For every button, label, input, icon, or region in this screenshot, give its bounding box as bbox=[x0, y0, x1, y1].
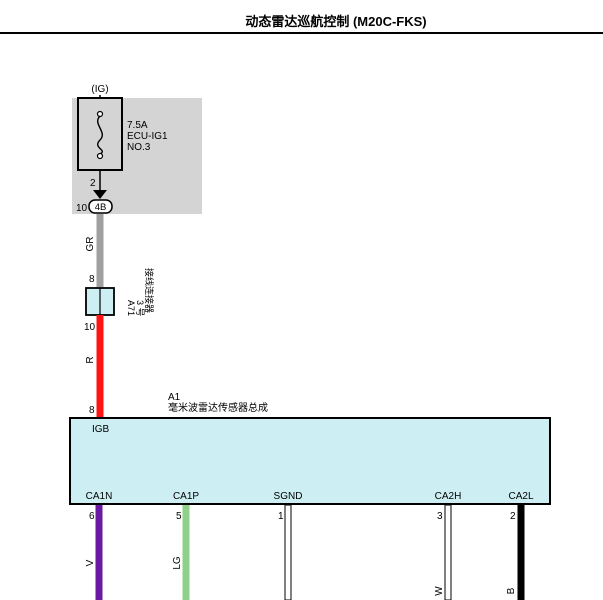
wire-gr bbox=[96, 214, 104, 287]
wire-lg-label: LG bbox=[172, 556, 183, 570]
pin-number-sgnd: 1 bbox=[278, 511, 284, 522]
wire-r bbox=[96, 315, 104, 418]
pin-label-ca2h: CA2H bbox=[435, 491, 462, 502]
wire-w-label: W bbox=[434, 586, 445, 596]
junction-pin-bottom: 10 bbox=[84, 322, 96, 333]
wire-w bbox=[444, 504, 452, 600]
wire-sgnd bbox=[284, 504, 292, 600]
pin-number-ca2h: 3 bbox=[437, 511, 443, 522]
junction-desc-2: 接线连接器 bbox=[144, 268, 155, 313]
diagram-title: 动态雷达巡航控制 (M20C-FKS) bbox=[245, 14, 426, 29]
wire-v-label: V bbox=[85, 559, 96, 566]
sensor-input-pin: 8 bbox=[89, 405, 95, 416]
radar-sensor-assembly bbox=[69, 417, 551, 505]
sensor-id: A1 bbox=[168, 392, 181, 403]
sensor-pins: CA1N 6 V CA1P 5 LG SGND 1 CA2H 3 W CA2L … bbox=[85, 491, 534, 600]
connector-4b-badge bbox=[88, 199, 113, 214]
sensor-name: 毫米波雷达传感器总成 bbox=[168, 401, 268, 414]
pin-label-ca1n: CA1N bbox=[86, 491, 113, 502]
wire-lg bbox=[182, 505, 190, 600]
pin-number-ca1n: 6 bbox=[89, 511, 95, 522]
junction-pin-top: 8 bbox=[89, 274, 95, 285]
fuse-output-pin: 2 bbox=[90, 178, 96, 189]
pin-label-sgnd: SGND bbox=[274, 491, 303, 502]
wire-b bbox=[517, 505, 525, 600]
fuse-number: NO.3 bbox=[127, 142, 151, 153]
connector-4b-pin: 10 bbox=[76, 203, 88, 214]
fuse-terminal-top bbox=[96, 110, 104, 118]
pin-number-ca1p: 5 bbox=[176, 511, 182, 522]
pin-label-ca1p: CA1P bbox=[173, 491, 199, 502]
wire-v bbox=[95, 505, 103, 600]
power-source-label: (IG) bbox=[91, 84, 108, 95]
terminal-igb: IGB bbox=[92, 424, 110, 435]
arrow-down-icon bbox=[93, 190, 107, 199]
fuse-rating: 7.5A bbox=[127, 120, 148, 131]
fuse-terminal-bottom bbox=[96, 152, 104, 160]
wire-r-label: R bbox=[85, 356, 96, 363]
pin-number-ca2l: 2 bbox=[510, 511, 516, 522]
pin-label-ca2l: CA2L bbox=[508, 491, 533, 502]
fuse-box-area bbox=[72, 98, 202, 214]
fuse-icon bbox=[97, 115, 103, 155]
wire-gr-label: GR bbox=[85, 237, 96, 252]
connector-4b-label: 4B bbox=[95, 202, 107, 213]
junction-id: A71 bbox=[126, 300, 136, 316]
fuse-name: ECU-IG1 bbox=[127, 131, 168, 142]
junction-desc-1: 3 号 bbox=[135, 300, 145, 317]
wire-b-label: B bbox=[506, 587, 517, 594]
